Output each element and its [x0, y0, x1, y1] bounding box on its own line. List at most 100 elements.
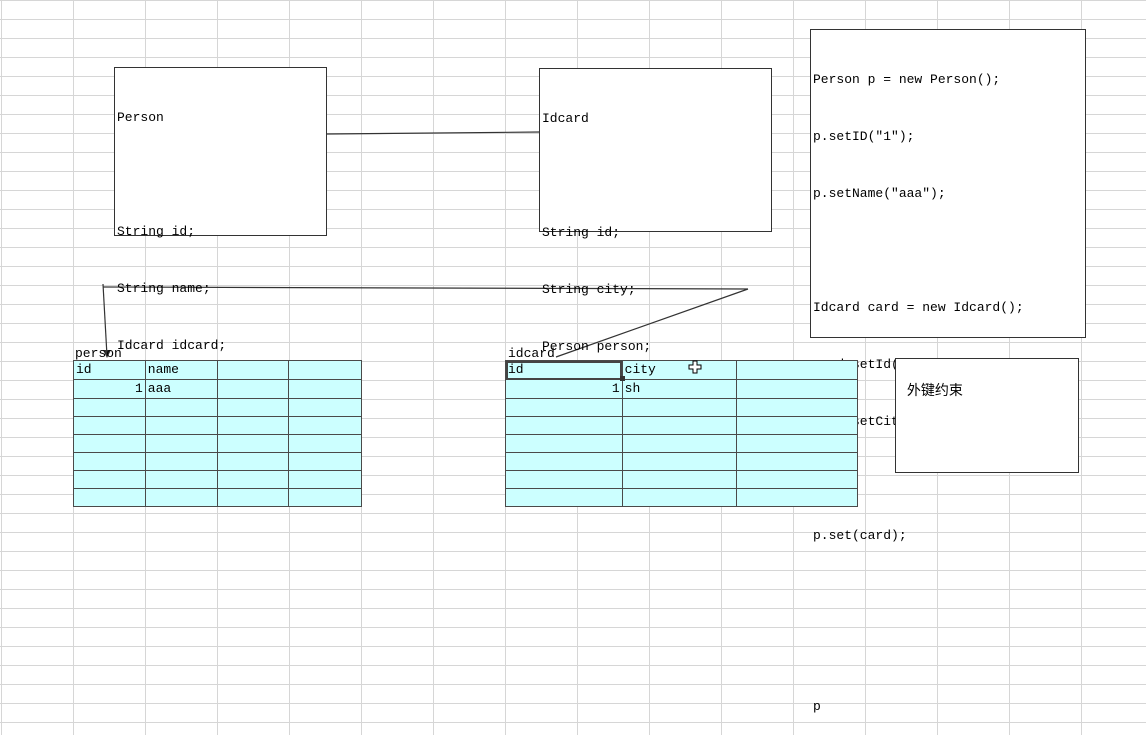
table-cell[interactable]: aaa — [144, 379, 218, 399]
table-cell[interactable] — [736, 470, 858, 489]
table-cell[interactable] — [288, 379, 362, 399]
table-row — [73, 398, 362, 417]
code-line: p.set(card); — [813, 528, 907, 543]
table-row — [505, 470, 858, 489]
table-cell[interactable] — [73, 488, 146, 507]
person-table: id name 1 aaa — [73, 360, 362, 507]
table-row — [73, 488, 362, 507]
table-cell[interactable] — [621, 470, 738, 489]
table-cell[interactable] — [73, 416, 146, 435]
code-line: Idcard card = new Idcard(); — [813, 300, 1024, 315]
table-cell[interactable] — [505, 488, 623, 507]
code-line — [813, 640, 1083, 659]
table-cell[interactable] — [216, 434, 290, 453]
person-class-line: String id; — [117, 224, 196, 239]
table-cell[interactable]: sh — [621, 379, 738, 399]
table-cell[interactable] — [216, 470, 290, 489]
idcard-class-line: Person person; — [542, 339, 652, 354]
cross-cursor-icon — [688, 360, 702, 374]
table-cell[interactable] — [621, 416, 738, 435]
table-cell[interactable] — [144, 416, 218, 435]
table-cell[interactable] — [505, 452, 623, 471]
table-row — [505, 434, 858, 453]
code-line: Person p = new Person(); — [813, 72, 1001, 87]
table-cell[interactable]: 1 — [505, 379, 623, 399]
table-cell[interactable] — [621, 434, 738, 453]
table-cell[interactable] — [736, 416, 858, 435]
table-cell[interactable] — [144, 398, 218, 417]
code-line: p.setName("aaa"); — [813, 186, 946, 201]
table-header-cell[interactable]: id — [73, 360, 146, 380]
table-cell[interactable] — [736, 398, 858, 417]
table-cell[interactable] — [144, 434, 218, 453]
table-row — [73, 470, 362, 489]
idcard-table: id city 1 sh — [505, 360, 858, 507]
person-class-line — [117, 165, 324, 184]
table-row: 1 aaa — [73, 379, 362, 399]
table-cell[interactable] — [736, 434, 858, 453]
person-class-line: Idcard idcard; — [117, 338, 227, 353]
table-cell[interactable] — [288, 488, 362, 507]
table-cell[interactable] — [216, 488, 290, 507]
table-cell[interactable] — [288, 398, 362, 417]
foreign-key-note-box[interactable]: 外键约束 — [895, 358, 1079, 473]
table-header-cell[interactable]: city — [621, 360, 738, 380]
table-header-cell[interactable] — [288, 360, 362, 380]
table-cell[interactable] — [621, 488, 738, 507]
table-cell[interactable] — [73, 452, 146, 471]
table-row — [505, 488, 858, 507]
fill-handle[interactable] — [620, 376, 625, 381]
table-cell[interactable]: 1 — [73, 379, 146, 399]
table-row — [73, 434, 362, 453]
table-cell[interactable] — [73, 434, 146, 453]
table-row: id city — [505, 360, 858, 380]
idcard-table-label: idcard — [508, 346, 555, 361]
idcard-class-box[interactable]: Idcard String id; String city; Person pe… — [539, 68, 772, 354]
table-row: 1 sh — [505, 379, 858, 399]
table-cell[interactable] — [505, 434, 623, 453]
code-line — [813, 583, 1083, 602]
table-cell[interactable] — [736, 488, 858, 507]
person-class-line: Person — [117, 110, 164, 125]
table-row — [73, 452, 362, 471]
code-line: p.setID("1"); — [813, 129, 915, 144]
table-header-cell[interactable] — [216, 360, 290, 380]
table-cell[interactable] — [288, 452, 362, 471]
code-line: p — [813, 699, 821, 714]
table-cell[interactable] — [216, 379, 290, 399]
code-box[interactable]: Person p = new Person(); p.setID("1"); p… — [810, 29, 1086, 714]
table-cell[interactable] — [73, 470, 146, 489]
table-cell[interactable] — [736, 452, 858, 471]
idcard-class-line: String id; — [542, 225, 621, 240]
table-row — [73, 416, 362, 435]
foreign-key-note-text: 外键约束 — [906, 383, 963, 399]
code-line — [813, 241, 1083, 260]
table-cell[interactable] — [621, 398, 738, 417]
table-cell[interactable] — [505, 398, 623, 417]
idcard-class-line: Idcard — [542, 111, 589, 126]
table-cell[interactable] — [216, 452, 290, 471]
table-header-cell[interactable] — [736, 360, 858, 380]
table-cell[interactable] — [736, 379, 858, 399]
table-cell[interactable] — [621, 452, 738, 471]
table-cell[interactable] — [216, 416, 290, 435]
table-cell[interactable] — [288, 434, 362, 453]
table-cell[interactable] — [73, 398, 146, 417]
person-table-label: person — [75, 346, 122, 361]
table-cell[interactable] — [288, 470, 362, 489]
idcard-class-line: String city; — [542, 282, 636, 297]
table-cell[interactable] — [144, 488, 218, 507]
table-row — [505, 398, 858, 417]
table-row: id name — [73, 360, 362, 380]
table-cell[interactable] — [505, 470, 623, 489]
table-cell[interactable] — [144, 470, 218, 489]
table-header-cell[interactable]: name — [144, 360, 218, 380]
idcard-class-line — [542, 166, 769, 185]
table-cell[interactable] — [288, 416, 362, 435]
table-header-cell-selected[interactable]: id — [505, 360, 623, 380]
table-row — [505, 416, 858, 435]
table-cell[interactable] — [505, 416, 623, 435]
table-cell[interactable] — [216, 398, 290, 417]
table-cell[interactable] — [144, 452, 218, 471]
person-class-box[interactable]: Person String id; String name; Idcard id… — [114, 67, 327, 353]
